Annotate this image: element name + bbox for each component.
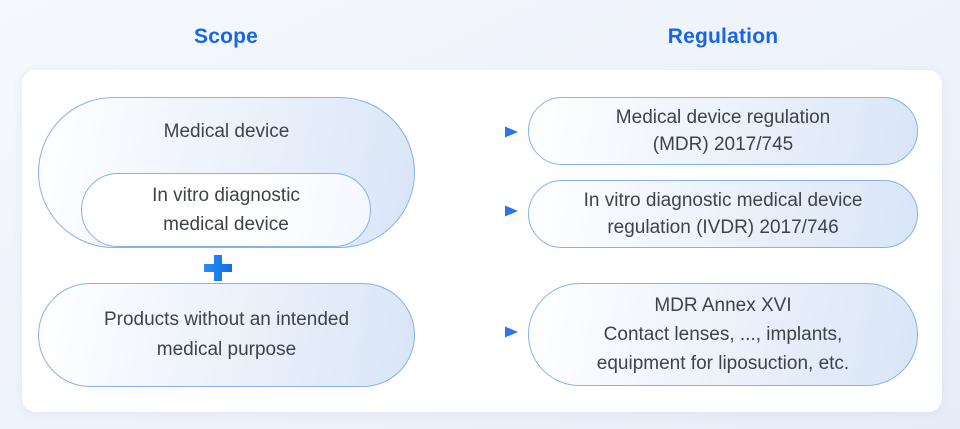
arrow-right-icon-ivdr (424, 204, 520, 218)
arrow-right-icon-annex (424, 325, 520, 339)
scope-column-header: Scope (193, 25, 259, 48)
mdr-regulation-pill: Medical device regulation (MDR) 2017/745 (528, 97, 918, 165)
annex-label-line2: Contact lenses, ..., implants, (603, 324, 843, 345)
regulation-column-header: Regulation (667, 25, 779, 48)
arrow-right-icon-mdr (424, 125, 520, 139)
annex-label-line3: equipment for liposuction, etc. (596, 353, 850, 374)
products-label-line2: medical purpose (156, 339, 297, 360)
plus-icon (204, 255, 232, 281)
mdr-label-line2: (MDR) 2017/745 (652, 134, 794, 155)
ivd-device-label-line2: medical device (163, 214, 289, 235)
mdr-label-line1: Medical device regulation (615, 107, 831, 128)
mdr-annex-xvi-pill: MDR Annex XVI Contact lenses, ..., impla… (528, 283, 918, 386)
ivdr-regulation-pill: In vitro diagnostic medical device regul… (528, 180, 918, 248)
medical-device-group-pill: Medical device In vitro diagnostic medic… (38, 97, 415, 248)
ivdr-label-line1: In vitro diagnostic medical device (583, 190, 863, 211)
products-label-line1: Products without an intended (103, 309, 350, 330)
products-no-medical-purpose-pill: Products without an intended medical pur… (38, 283, 415, 387)
ivd-device-label-line1: In vitro diagnostic (152, 185, 300, 206)
ivd-device-pill: In vitro diagnostic medical device (81, 173, 371, 247)
medical-device-label: Medical device (163, 121, 290, 142)
annex-label-line1: MDR Annex XVI (654, 295, 792, 316)
ivdr-label-line2: regulation (IVDR) 2017/746 (607, 217, 839, 238)
